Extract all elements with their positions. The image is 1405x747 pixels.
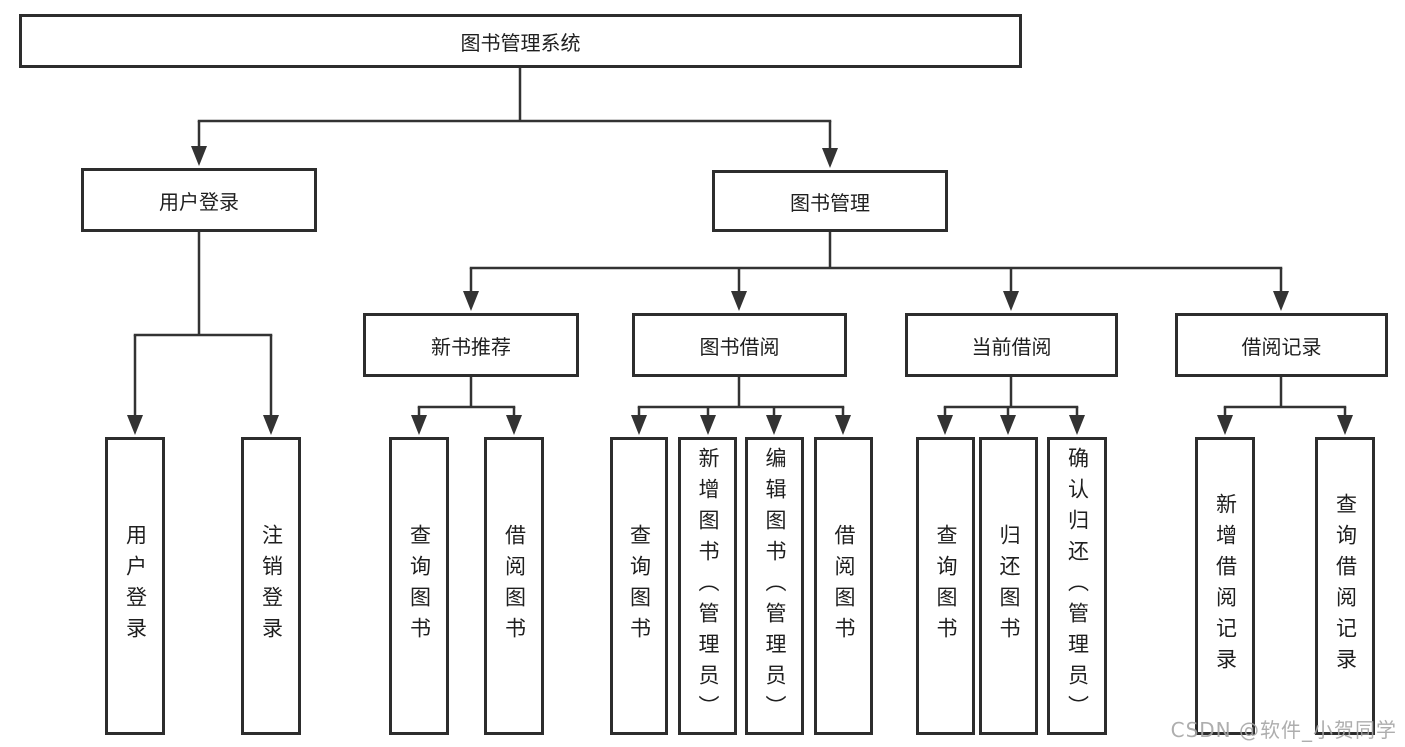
leaf-return-books: 归还图书 <box>979 437 1038 735</box>
node-root: 图书管理系统 <box>19 14 1022 68</box>
leaf-borrow-books-1: 借阅图书 <box>484 437 544 735</box>
node-current-borrow: 当前借阅 <box>905 313 1118 377</box>
node-label: 图书管理 <box>790 190 870 215</box>
node-label: 确认归还（管理员） <box>1065 446 1090 726</box>
node-label: 查询图书 <box>627 524 652 648</box>
node-label: 查询图书 <box>407 524 432 648</box>
leaf-edit-books-admin: 编辑图书（管理员） <box>745 437 804 735</box>
leaf-confirm-return-admin: 确认归还（管理员） <box>1047 437 1107 735</box>
node-new-book-recommend: 新书推荐 <box>363 313 579 377</box>
node-label: 查询图书 <box>934 524 958 648</box>
node-label: 编辑图书（管理员） <box>763 446 787 726</box>
node-label: 当前借阅 <box>971 334 1052 359</box>
node-book-management: 图书管理 <box>712 170 948 232</box>
leaf-query-books-1: 查询图书 <box>389 437 449 735</box>
leaf-add-borrow-record: 新增借阅记录 <box>1195 437 1255 735</box>
node-label: 用户登录 <box>123 524 148 648</box>
node-user-login: 用户登录 <box>81 168 317 232</box>
csdn-watermark: CSDN @软件_小贺同学 <box>1170 718 1397 742</box>
node-label: 图书管理系统 <box>460 30 581 55</box>
node-label: 查询借阅记录 <box>1333 493 1358 679</box>
leaf-query-books-2: 查询图书 <box>610 437 668 735</box>
arrowheads <box>127 146 1353 435</box>
leaf-user-login: 用户登录 <box>105 437 165 735</box>
node-book-borrow: 图书借阅 <box>632 313 847 377</box>
leaf-logout: 注销登录 <box>241 437 301 735</box>
node-borrow-records: 借阅记录 <box>1175 313 1388 377</box>
node-label: 图书借阅 <box>699 334 780 359</box>
leaf-add-books-admin: 新增图书（管理员） <box>678 437 737 735</box>
node-label: 新增图书（管理员） <box>696 446 720 726</box>
node-label: 借阅记录 <box>1241 334 1322 359</box>
node-label: 用户登录 <box>159 189 239 214</box>
node-label: 新书推荐 <box>431 334 511 359</box>
leaf-query-borrow-record: 查询借阅记录 <box>1315 437 1375 735</box>
node-label: 注销登录 <box>259 524 284 648</box>
node-label: 归还图书 <box>997 524 1021 648</box>
leaf-query-books-3: 查询图书 <box>916 437 975 735</box>
node-label: 借阅图书 <box>832 524 856 648</box>
leaf-borrow-books-2: 借阅图书 <box>814 437 873 735</box>
node-label: 新增借阅记录 <box>1213 493 1238 679</box>
node-label: 借阅图书 <box>502 524 527 648</box>
